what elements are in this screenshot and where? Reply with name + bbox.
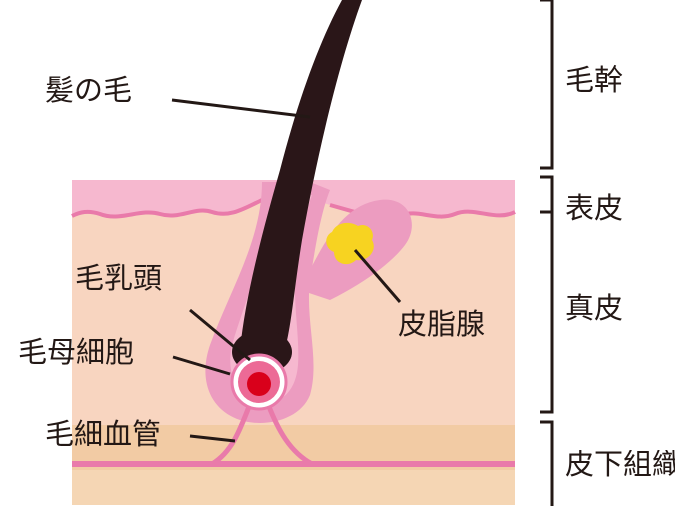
leader-sebaceous-gland [353,249,402,303]
bracket-dermis [540,210,554,414]
label-sebaceous-gland: 皮脂腺 [398,307,486,341]
capillary-loop [210,403,314,467]
label-subcutaneous: 皮下組織 [565,450,675,479]
subcutaneous-lower-band [72,470,515,505]
bracket-epidermis [540,175,554,214]
label-hair-shaft: 毛幹 [565,63,624,97]
label-capillary: 毛細血管 [45,417,162,451]
bracket-hair-shaft [540,0,554,170]
dermal-papilla [247,372,271,396]
leader-hair [171,98,311,119]
hair-shaft [240,0,362,350]
label-dermal-papilla: 毛乳頭 [75,261,163,295]
label-epidermis: 表皮 [565,191,624,225]
bracket-subcutaneous [540,420,554,506]
capillary-line [72,461,515,467]
label-hair: 髪の毛 [45,73,133,107]
sebaceous-gland [326,222,374,265]
leader-dermal-papilla [189,308,251,362]
leader-capillary [189,434,236,443]
label-dermis: 真皮 [565,291,624,325]
label-hair-matrix-cell: 毛母細胞 [18,335,135,369]
epidermis-edge [71,198,263,219]
leader-hair-matrix [172,355,231,376]
